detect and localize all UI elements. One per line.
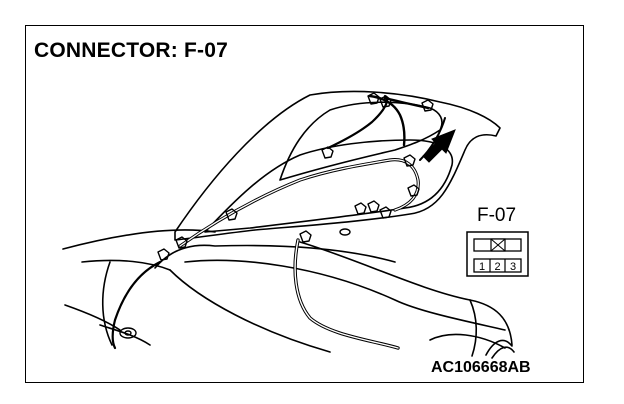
pin-3-label: 3: [510, 261, 516, 273]
indicator-arrow: [422, 129, 456, 163]
quarter-panel: [299, 241, 513, 346]
diagram-frame: [25, 25, 584, 383]
window-opening-top: [154, 244, 396, 269]
connector-face-symbol: 1 2 3: [466, 231, 529, 277]
tailgate-outer: [174, 90, 501, 241]
connector-label: F-07: [477, 205, 517, 226]
connector-f07-location: [403, 154, 416, 167]
diagram-title: CONNECTOR: F-07: [34, 39, 228, 62]
harness-main: [178, 158, 420, 248]
pin-2-label: 2: [494, 261, 500, 273]
figure-code: AC106668AB: [431, 359, 531, 376]
pin-1-label: 1: [479, 261, 485, 273]
